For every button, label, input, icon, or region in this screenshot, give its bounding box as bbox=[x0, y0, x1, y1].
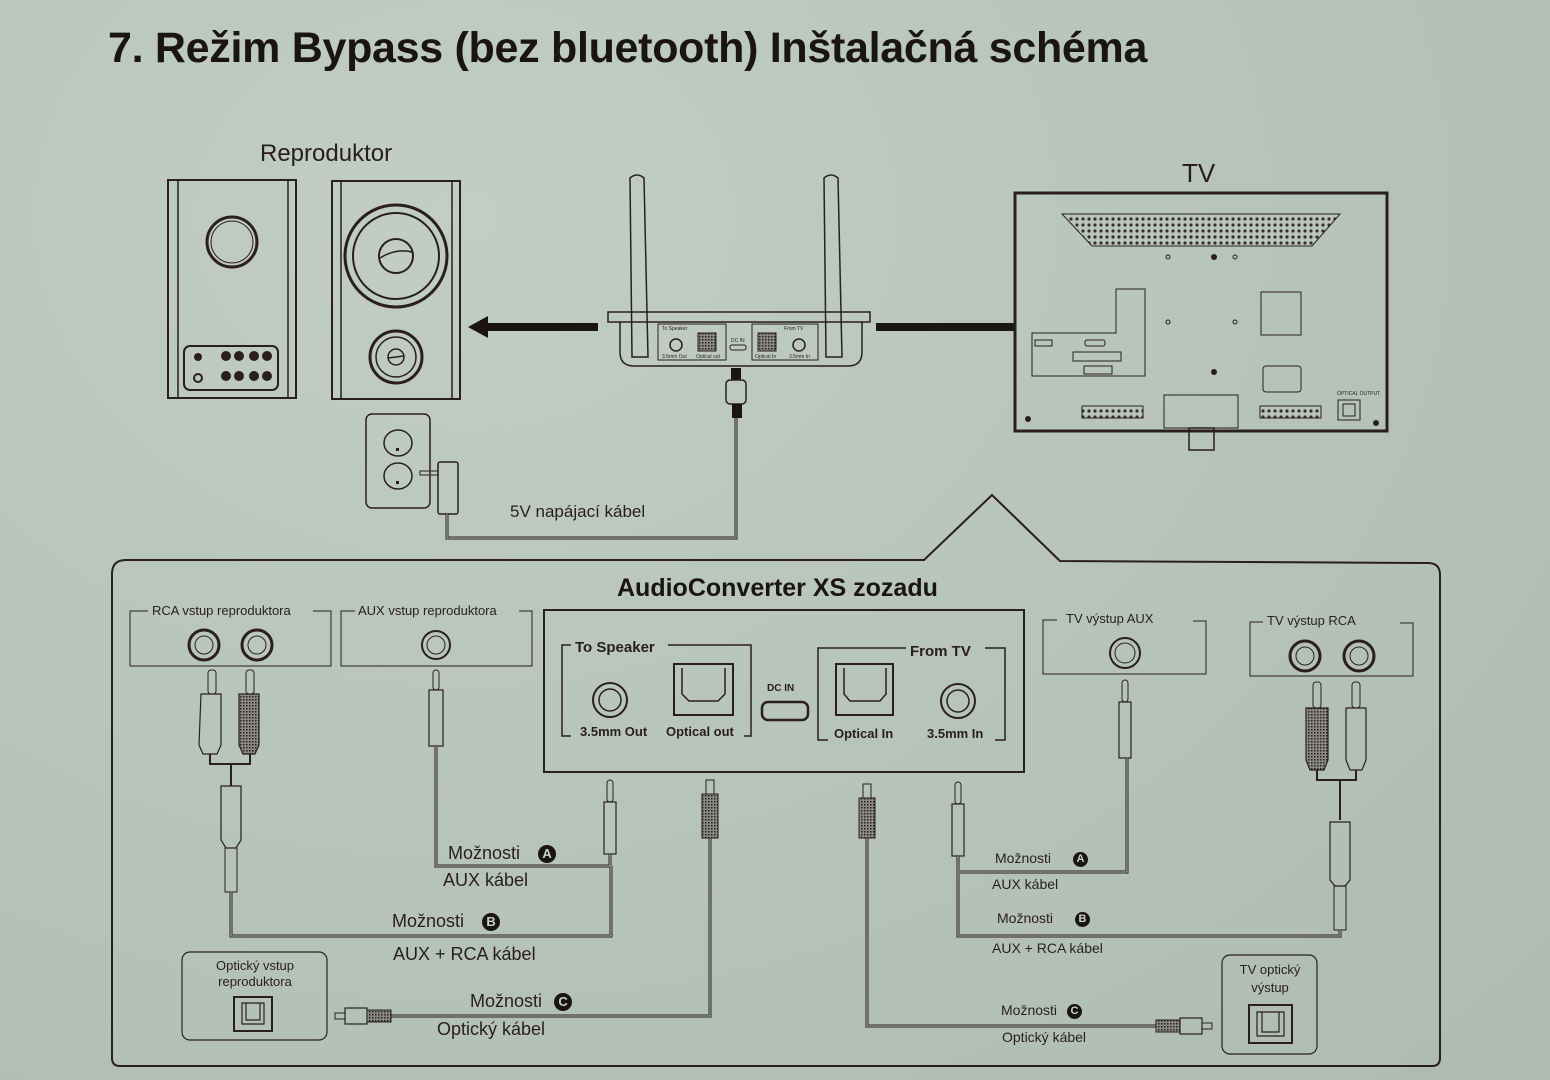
option-c-right-label: Možnosti bbox=[1001, 1002, 1058, 1018]
badge-c-icon: C bbox=[554, 993, 573, 1012]
aux-speaker-input-label: AUX vstup reproduktora bbox=[358, 603, 497, 618]
tv-aux-output-box bbox=[1042, 619, 1207, 675]
mini-dc-in: DC IN bbox=[731, 338, 745, 344]
optical-out-label: Optical out bbox=[666, 724, 734, 739]
option-c-left: Možnosti C bbox=[470, 991, 573, 1012]
audioconverter-device bbox=[607, 174, 871, 418]
option-b-right-label: Možnosti bbox=[997, 910, 1054, 926]
in-35-label: 3.5mm In bbox=[927, 726, 984, 741]
tv-optical-output-label: OPTICAL OUTPUT bbox=[1337, 391, 1380, 397]
option-c-right-cable: Optický kábel bbox=[1002, 1029, 1087, 1045]
detail-heading: AudioConverter XS zozadu bbox=[617, 574, 938, 602]
tv-rca-output-label: TV výstup RCA bbox=[1267, 613, 1356, 628]
option-b-left-label: Možnosti bbox=[392, 911, 465, 931]
tv-optical-output-box bbox=[1221, 954, 1318, 1055]
mini-out-35: 3.5mm Out bbox=[662, 354, 687, 360]
wall-outlet bbox=[365, 413, 459, 515]
badge-a-icon: A bbox=[1073, 851, 1089, 867]
tv-aux-output-label: TV výstup AUX bbox=[1066, 611, 1154, 626]
badge-a-icon: A bbox=[538, 845, 557, 864]
cable-from-tv bbox=[876, 323, 1014, 331]
mini-optical-in: Optical In bbox=[755, 354, 776, 360]
to-speaker-label: To Speaker bbox=[575, 639, 655, 656]
option-a-left-cable: AUX kábel bbox=[443, 870, 529, 890]
from-tv-label: From TV bbox=[910, 643, 971, 660]
speaker-right bbox=[331, 180, 461, 400]
rca-speaker-input-box bbox=[129, 610, 332, 667]
mini-optical-out: Optical out bbox=[696, 354, 721, 360]
detail-frame bbox=[111, 493, 1441, 1067]
page-title: 7. Režim Bypass (bez bluetooth) Inštalač… bbox=[108, 24, 1148, 72]
signal-arrow-to-speaker bbox=[468, 316, 598, 338]
aux-speaker-input-box bbox=[340, 610, 533, 667]
option-c-right: Možnosti C bbox=[1001, 1002, 1083, 1019]
tv-optical-output-label: TV optický výstup bbox=[1239, 962, 1301, 995]
tv-rca-output-box bbox=[1249, 621, 1414, 677]
option-a-right: Možnosti A bbox=[995, 850, 1089, 867]
rca-speaker-input-label: RCA vstup reproduktora bbox=[152, 603, 291, 618]
speaker-label: Reproduktor bbox=[260, 140, 393, 167]
optical-in-label: Optical In bbox=[834, 726, 894, 741]
converter-mini-labels: To Speaker 3.5mm Out Optical out DC IN F… bbox=[662, 326, 810, 360]
optical-speaker-input-box bbox=[181, 951, 328, 1041]
option-b-right: Možnosti B bbox=[997, 910, 1091, 927]
option-b-right-cable: AUX + RCA kábel bbox=[992, 940, 1103, 956]
rca-plugs-left bbox=[198, 669, 260, 893]
option-b-left: Možnosti B bbox=[392, 911, 501, 932]
aux-plug-left bbox=[428, 669, 444, 747]
cables bbox=[229, 746, 1342, 1028]
badge-b-icon: B bbox=[482, 913, 501, 932]
out-35-label: 3.5mm Out bbox=[580, 724, 648, 739]
badge-c-icon: C bbox=[1067, 1003, 1083, 1019]
optical-speaker-input-label: Optický vstup reproduktora bbox=[215, 958, 295, 989]
speaker-left bbox=[167, 179, 297, 399]
option-a-right-label: Možnosti bbox=[995, 850, 1052, 866]
option-c-left-label: Možnosti bbox=[470, 991, 543, 1011]
option-a-left-label: Možnosti bbox=[448, 843, 521, 863]
option-b-left-cable: AUX + RCA kábel bbox=[393, 944, 536, 964]
mini-to-speaker: To Speaker bbox=[662, 326, 688, 332]
dc-in-label: DC IN bbox=[767, 683, 795, 694]
badge-b-icon: B bbox=[1075, 911, 1091, 927]
converter-back-panel bbox=[543, 609, 1025, 773]
mini-in-35: 3.5mm In bbox=[789, 354, 810, 360]
option-a-right-cable: AUX kábel bbox=[992, 876, 1059, 892]
option-c-left-cable: Optický kábel bbox=[437, 1019, 546, 1039]
power-cable-label: 5V napájací kábel bbox=[510, 502, 646, 521]
mini-from-tv: From TV bbox=[784, 326, 804, 332]
option-a-left: Možnosti A bbox=[448, 843, 557, 864]
tv-back: OPTICAL OUTPUT bbox=[1013, 191, 1389, 451]
tv-label: TV bbox=[1182, 158, 1216, 188]
